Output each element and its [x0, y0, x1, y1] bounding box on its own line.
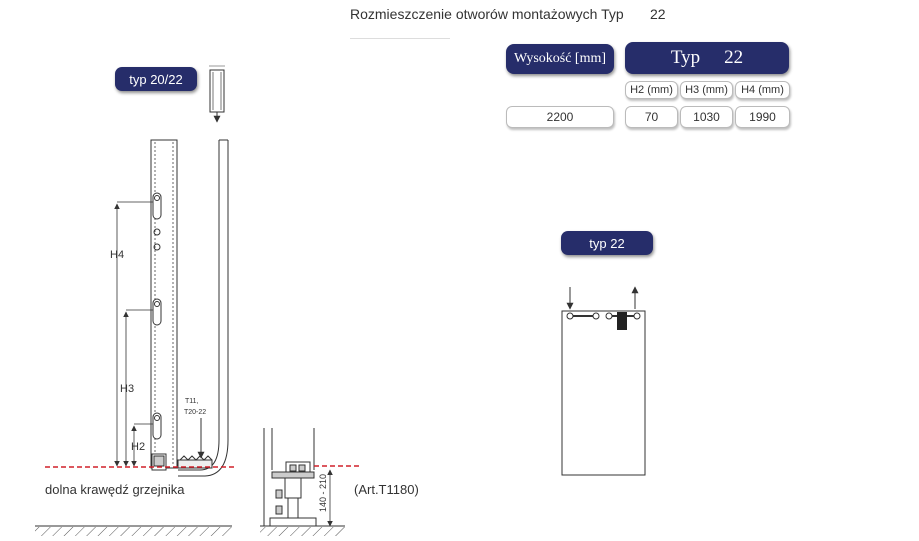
type-22-badge: typ 22 — [561, 231, 653, 255]
h3-value-cell: 1030 — [680, 106, 733, 128]
label-h4: H4 — [110, 249, 124, 261]
bracket-label-line2: T20-22 — [184, 409, 206, 416]
radiator-front-view — [561, 286, 646, 476]
bottom-edge-label: dolna krawędź grzejnika — [45, 482, 185, 497]
header-type-value: 22 — [650, 6, 666, 22]
bracket-label-line1: T11, — [185, 398, 199, 405]
dimension-lines — [114, 201, 153, 467]
stand-detail — [260, 428, 345, 527]
radiator-side-profile — [150, 139, 178, 471]
type-header-label: Typ — [670, 47, 701, 68]
h4-value-cell: 1990 — [735, 106, 790, 128]
col-header-h3: H3 (mm) — [680, 81, 733, 99]
stand-range-label: 140 - 210 — [318, 474, 328, 512]
header-rule — [350, 38, 450, 39]
floor-left — [35, 525, 232, 536]
bracket-detail — [177, 139, 229, 477]
header-title: Rozmieszczenie otworów montażowych Typ — [350, 6, 624, 22]
type-20-22-badge: typ 20/22 — [115, 67, 197, 91]
col-header-h4: H4 (mm) — [735, 81, 790, 99]
height-value-cell: 2200 — [506, 106, 614, 128]
height-header-pill: Wysokość [mm] — [506, 44, 614, 74]
h2-value-cell: 70 — [625, 106, 678, 128]
col-header-h2: H2 (mm) — [625, 81, 678, 99]
type-header-pill: Typ 22 — [625, 42, 789, 74]
top-valve-detail — [209, 65, 225, 123]
floor-right — [260, 527, 345, 536]
type-header-value: 22 — [724, 47, 744, 68]
stand-article-label: (Art.T1180) — [354, 482, 419, 497]
label-h2: H2 — [131, 441, 145, 453]
label-h3: H3 — [120, 383, 134, 395]
